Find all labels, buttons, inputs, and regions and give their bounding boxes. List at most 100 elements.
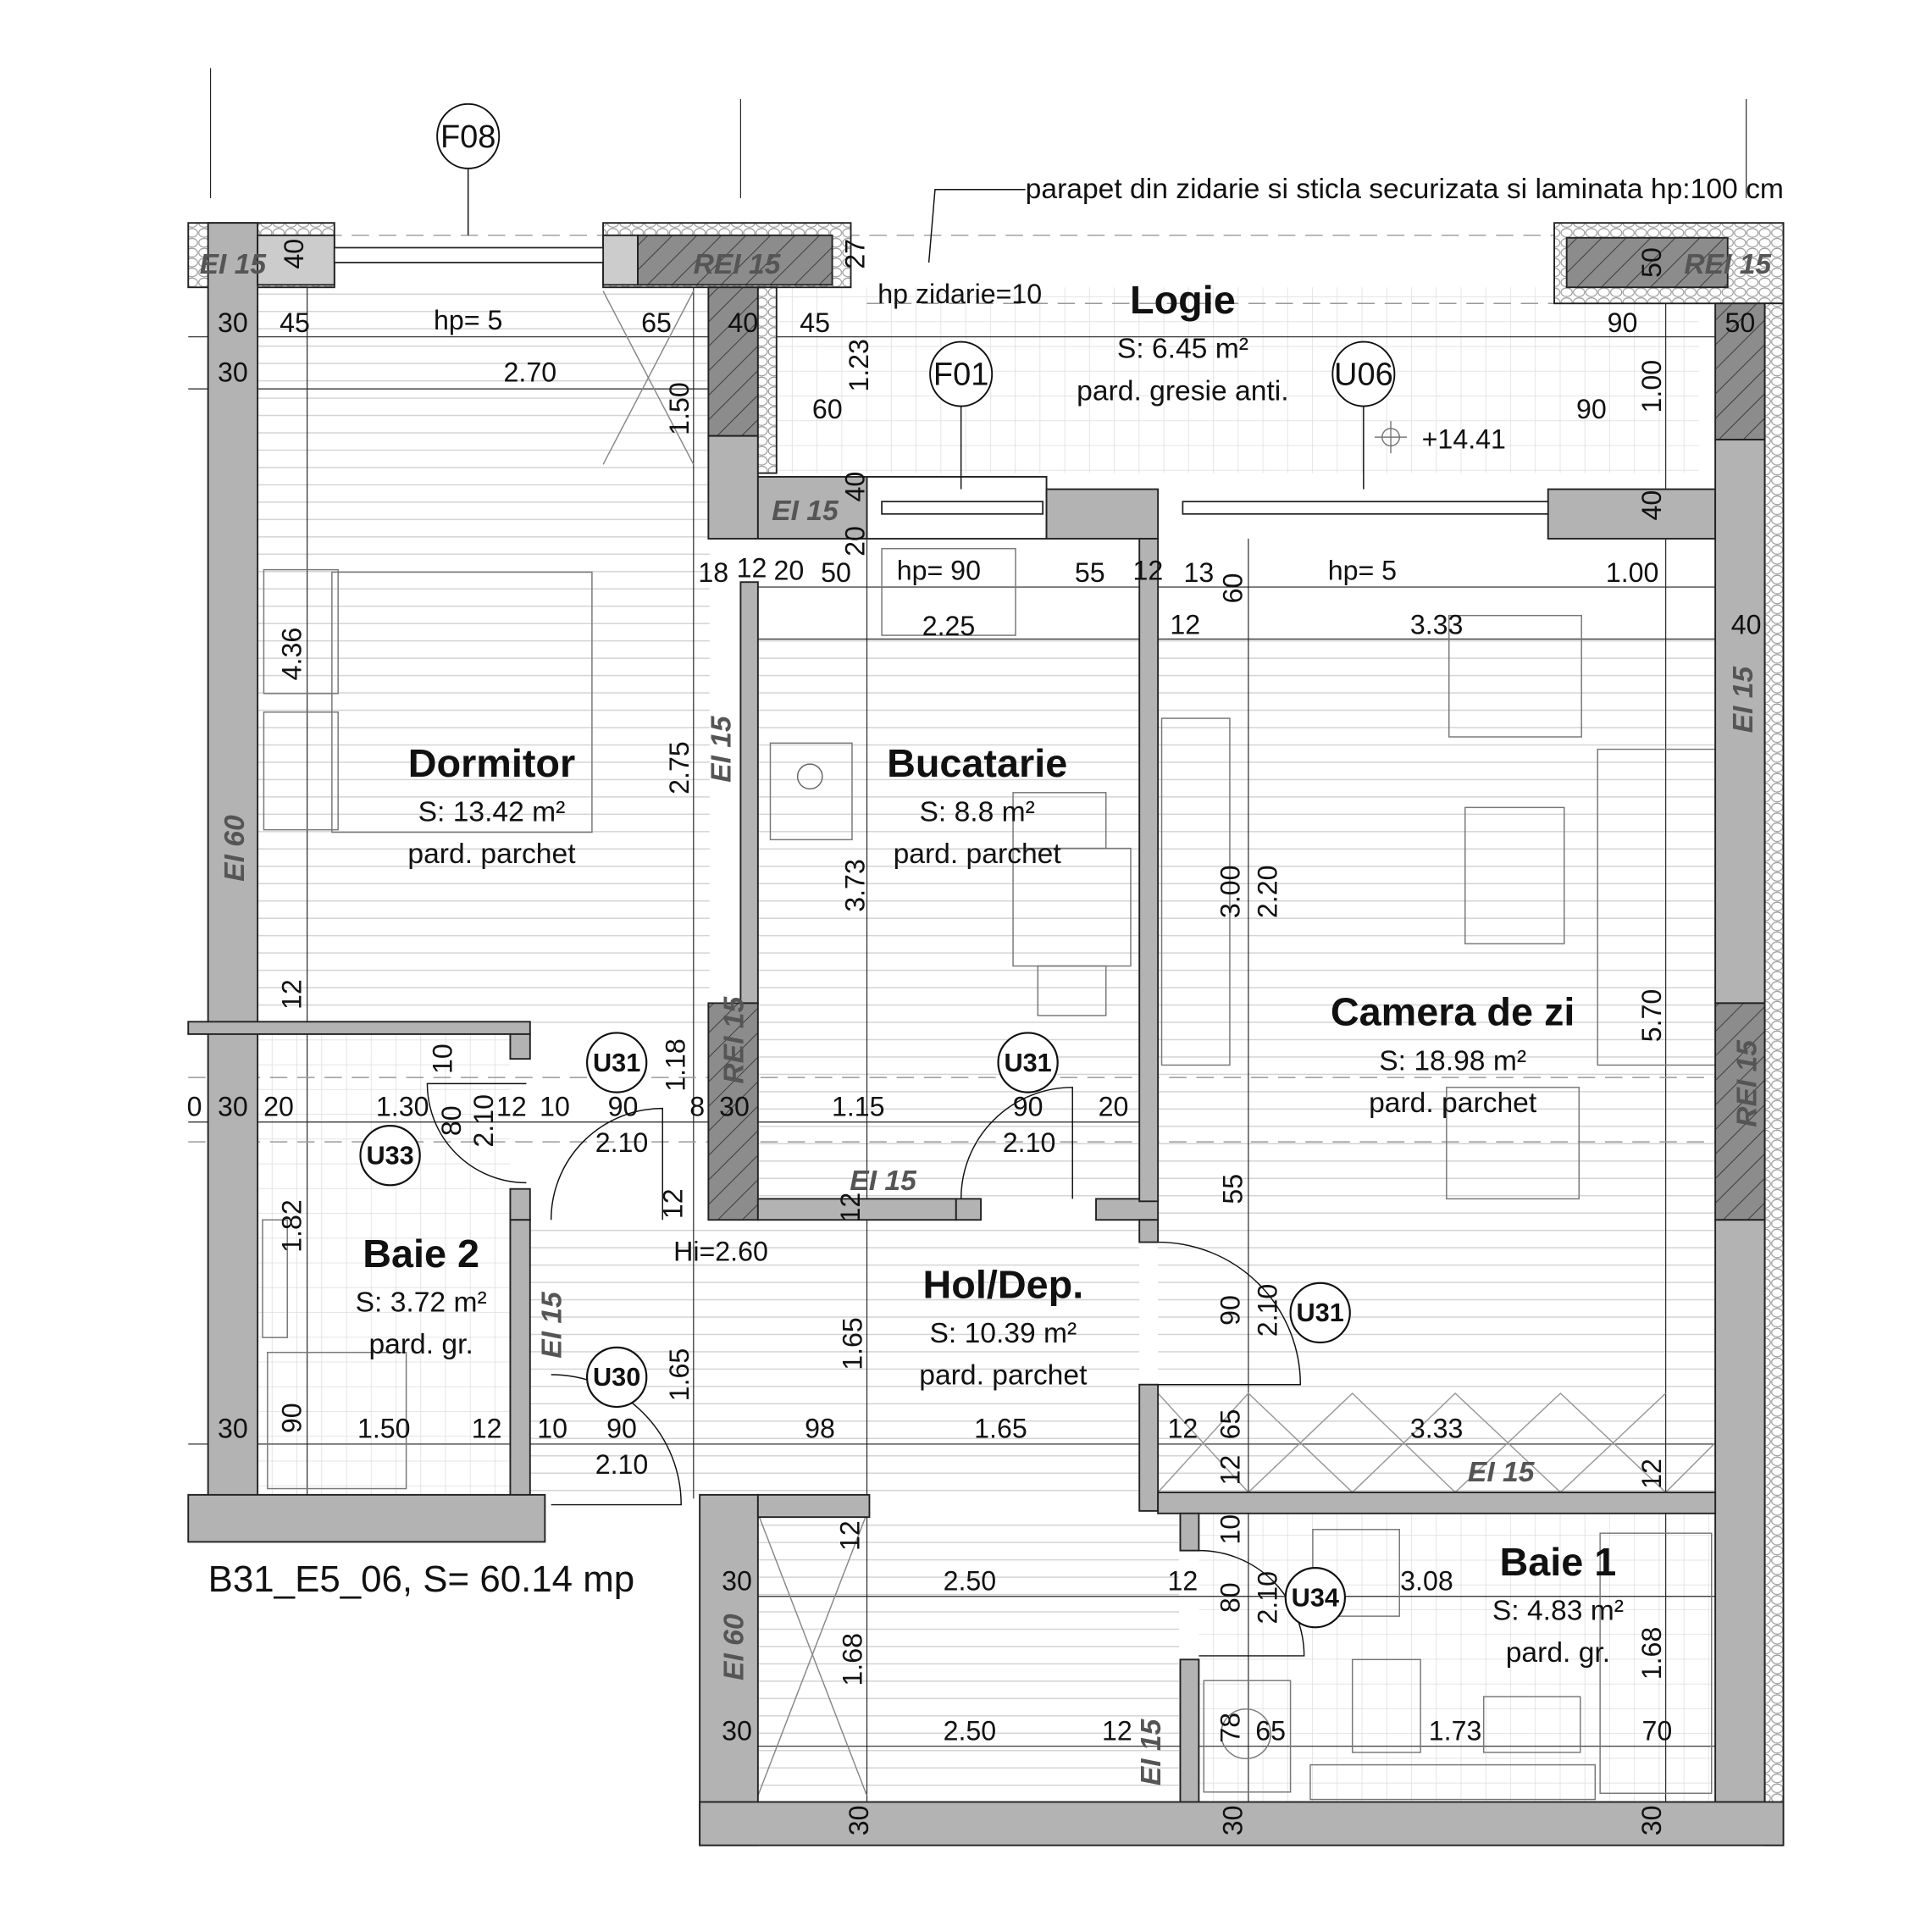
wall <box>756 475 883 540</box>
floor-area <box>257 287 710 1025</box>
element-tag: U06 <box>1334 357 1393 393</box>
fire-rating-label: EI 15 <box>850 1165 917 1197</box>
dimension-label: 27 <box>840 239 871 269</box>
dimension-label: 1.73 <box>1429 1715 1482 1746</box>
dimension-label: 30 <box>218 357 248 387</box>
furniture-item <box>1448 614 1582 738</box>
furniture-item <box>1464 806 1565 944</box>
window[interactable] <box>333 246 604 263</box>
element-tag: F01 <box>933 357 988 393</box>
dimension-label: Hi=2.60 <box>673 1236 768 1266</box>
furniture-item <box>267 1351 407 1490</box>
door-u31-kitchen[interactable] <box>960 1087 1073 1199</box>
apartment-title: B31_E5_06, S= 60.14 mp <box>208 1558 635 1600</box>
wall <box>955 1198 982 1221</box>
fire-rating-label: REI 15 <box>694 249 782 280</box>
door-tag-circle <box>1284 1567 1347 1629</box>
dimension-label: 12 <box>1102 1715 1132 1746</box>
wall <box>707 435 759 540</box>
dimension-label: 90 <box>1608 307 1638 338</box>
wall <box>707 286 759 437</box>
dimension-label: 10 <box>540 1091 570 1121</box>
fire-rating-label: EI 15 <box>200 249 268 280</box>
window[interactable] <box>1182 501 1549 515</box>
wall <box>1138 1383 1160 1512</box>
parapet-note: parapet din zidarie si sticla securizata… <box>1026 174 1784 205</box>
dimension-label: 30 <box>218 1091 248 1121</box>
room-name: Baie 1 <box>1500 1540 1617 1584</box>
dimension-label: 2.50 <box>944 1565 997 1596</box>
element-tag: U30 <box>593 1362 640 1392</box>
dimension-label: 1.65 <box>838 1317 868 1370</box>
dimension-label: 3.00 <box>1215 865 1246 918</box>
wall <box>1547 488 1717 540</box>
dimension-label: 30 <box>844 1806 874 1836</box>
element-tag: U34 <box>1292 1582 1339 1612</box>
dimension-label: 65 <box>1255 1715 1286 1746</box>
furniture-item <box>1599 1532 1713 1794</box>
wall <box>1714 302 1766 441</box>
dimension-label: 2.10 <box>1253 1571 1283 1625</box>
dimension-label: 45 <box>800 307 830 338</box>
dimension-label: 3.73 <box>840 859 871 912</box>
room-name: Logie <box>1130 278 1236 322</box>
dimension-label: 20 <box>1099 1091 1129 1121</box>
room-floor-finish: pard. gr. <box>1506 1637 1610 1669</box>
fire-rating-label: EI 15 <box>536 1291 567 1359</box>
furniture-item <box>769 742 853 841</box>
dimension-label: 30 <box>719 1091 750 1121</box>
dimension-label: 12 <box>276 979 307 1010</box>
dimension-label: 65 <box>641 307 672 338</box>
wall <box>1714 439 1766 1005</box>
dimension-label: 98 <box>805 1414 835 1444</box>
dimension-label: 2.10 <box>468 1094 499 1148</box>
element-tag: U33 <box>366 1140 413 1170</box>
window[interactable] <box>881 501 1044 515</box>
dimension-label: 1.23 <box>844 339 874 392</box>
element-tag-circle <box>929 340 994 407</box>
walls <box>187 222 1785 1846</box>
room-name: Bucatarie <box>887 741 1067 785</box>
built-in-wardrobe <box>1157 1392 1667 1493</box>
wall <box>1045 488 1160 540</box>
dimension-label: 1.68 <box>838 1633 868 1686</box>
dimension-label: 20 <box>263 1091 294 1121</box>
element-tag: U31 <box>1004 1048 1051 1077</box>
wall <box>1157 1491 1717 1514</box>
dimension-label: +14.41 <box>1422 423 1506 454</box>
dimension-label: 1.65 <box>974 1414 1027 1444</box>
dimension-label: 1.50 <box>357 1414 411 1444</box>
door-tag-circle <box>1289 1282 1351 1344</box>
door-tag-circle <box>585 1346 648 1409</box>
wall <box>1763 302 1785 1846</box>
wall <box>637 234 833 286</box>
dimension-label: 90 <box>606 1414 637 1444</box>
room-area: S: 8.8 m² <box>919 796 1034 828</box>
room-area: S: 6.45 m² <box>1117 334 1248 365</box>
furniture-item <box>1037 965 1107 1016</box>
dimension-label: 12 <box>1167 1414 1198 1444</box>
door-u34-baie1[interactable] <box>1199 1549 1305 1657</box>
dimension-label: hp= 90 <box>897 555 981 585</box>
dimension-label: hp= 5 <box>1328 555 1397 585</box>
floor-area <box>1199 1513 1716 1802</box>
dimension-label: 90 <box>276 1403 307 1433</box>
wall <box>602 234 639 286</box>
dimension-label: 12 <box>1170 610 1200 640</box>
room-floor-finish: pard. gresie anti. <box>1077 375 1288 407</box>
door-u31-living[interactable] <box>1158 1241 1302 1386</box>
room-area: S: 13.42 m² <box>418 796 566 828</box>
door-u31-dormitor[interactable] <box>550 1107 663 1221</box>
door-u33-baie2[interactable] <box>426 1082 527 1184</box>
dimension-label: 2.25 <box>922 611 976 641</box>
dimension-label: 60 <box>1218 573 1248 604</box>
dimension-label: 50 <box>1724 307 1755 338</box>
door-u30-entry[interactable] <box>551 1374 682 1506</box>
level-marker-icon <box>1375 421 1408 454</box>
dimension-label: 8 <box>689 1091 705 1121</box>
room-floor-finish: pard. gr. <box>368 1329 473 1360</box>
floor-area <box>257 1033 511 1495</box>
door-tag-circle <box>359 1125 421 1187</box>
